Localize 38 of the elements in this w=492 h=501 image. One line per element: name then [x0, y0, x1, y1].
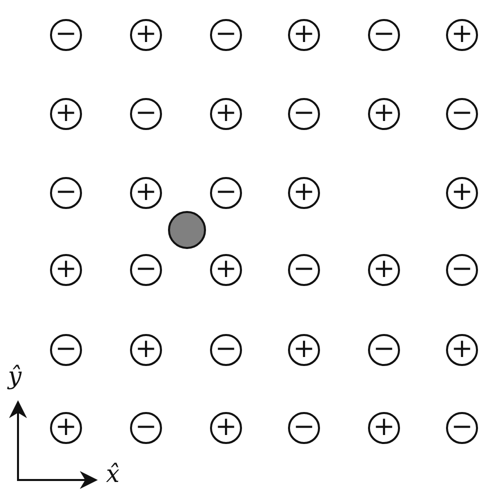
ion-circle: + — [50, 98, 82, 130]
ion-circle: + — [446, 334, 478, 366]
ion-circle: − — [446, 98, 478, 130]
ion-circle: − — [130, 412, 162, 444]
ion-circle: − — [210, 334, 242, 366]
ion-circle: − — [368, 19, 400, 51]
axis-label: ŷ — [8, 364, 22, 388]
ion-circle: − — [446, 412, 478, 444]
ion-circle: + — [368, 412, 400, 444]
ion-circle: + — [50, 254, 82, 286]
ion-circle: − — [288, 98, 320, 130]
ion-circle: + — [288, 177, 320, 209]
ion-circle: + — [130, 177, 162, 209]
ion-circle: + — [368, 98, 400, 130]
ion-circle: + — [288, 334, 320, 366]
ion-circle: + — [446, 19, 478, 51]
ion-circle: + — [210, 412, 242, 444]
ion-circle: + — [130, 19, 162, 51]
ion-circle: − — [288, 254, 320, 286]
ion-circle: − — [210, 19, 242, 51]
ion-circle: − — [50, 177, 82, 209]
ion-circle: − — [368, 334, 400, 366]
ion-circle: − — [50, 19, 82, 51]
ion-circle: + — [446, 177, 478, 209]
ion-circle: − — [288, 412, 320, 444]
ion-circle: + — [210, 254, 242, 286]
interstitial-circle — [168, 211, 206, 249]
ion-circle: − — [130, 254, 162, 286]
ion-circle: − — [210, 177, 242, 209]
ion-circle: − — [130, 98, 162, 130]
axis-label: x̂ — [106, 462, 120, 486]
ion-circle: − — [50, 334, 82, 366]
ion-circle: + — [288, 19, 320, 51]
ion-circle: + — [210, 98, 242, 130]
ion-circle: + — [130, 334, 162, 366]
ion-circle: + — [368, 254, 400, 286]
ion-circle: + — [50, 412, 82, 444]
ion-circle: − — [446, 254, 478, 286]
